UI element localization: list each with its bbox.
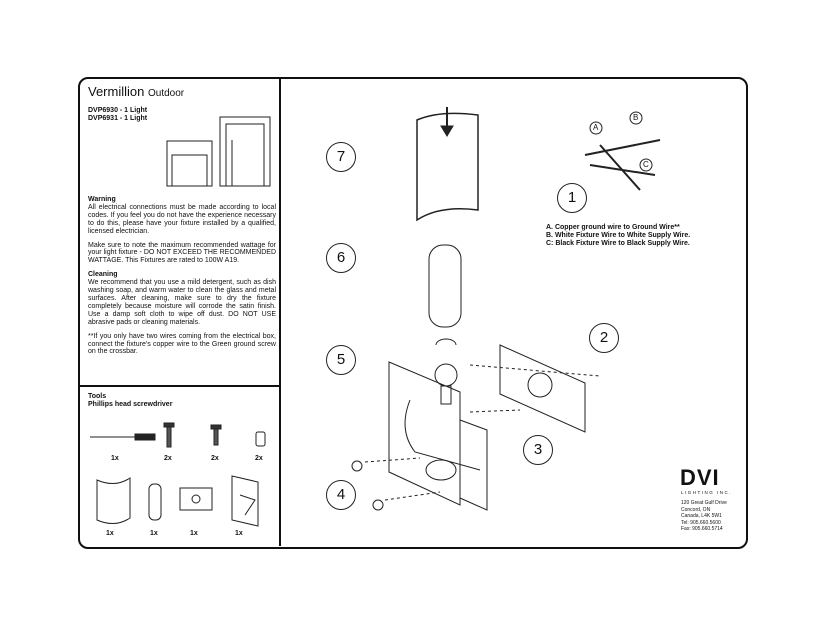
qty-label: 1x: [150, 530, 158, 537]
fixture-front-view: [166, 140, 213, 187]
exploded-view: [351, 107, 601, 511]
qty-label: 1x: [106, 530, 114, 537]
qty-label: 1x: [235, 530, 243, 537]
mounting-plate-part: [179, 487, 213, 511]
screw-icon: [163, 422, 175, 448]
company-logo: DVI: [680, 465, 720, 490]
divider: [79, 385, 279, 387]
nut-icon: [255, 431, 266, 447]
shade-part: [96, 477, 131, 524]
step-number: 7: [326, 142, 356, 172]
bracket-part: [231, 475, 259, 527]
step-number: 4: [326, 480, 356, 510]
step-number: 6: [326, 243, 356, 273]
qty-label: 1x: [190, 530, 198, 537]
glass-cylinder-part: [148, 483, 162, 521]
step-number: 2: [589, 323, 619, 353]
wire-label: A: [593, 123, 599, 132]
product-title: Vermillion Outdoor: [88, 84, 185, 99]
wire-connection-diagram: [584, 111, 661, 191]
divider: [279, 78, 281, 546]
screw-icon: [210, 424, 222, 446]
fixture-side-view: [219, 116, 271, 187]
sheet-frame: [78, 77, 748, 549]
step-number: 5: [326, 345, 356, 375]
step-number: 3: [523, 435, 553, 465]
screwdriver-icon: [90, 433, 156, 441]
qty-label: 1x: [111, 455, 119, 462]
wire-label: C: [643, 160, 649, 169]
wiring-instructions: A. Copper ground wire to Ground Wire**B.…: [546, 224, 691, 248]
qty-label: 2x: [164, 455, 172, 462]
step-number: 1: [557, 183, 587, 213]
warning-section: Warning All electrical connections must …: [88, 196, 276, 356]
wire-label: B: [633, 113, 639, 122]
qty-label: 2x: [255, 455, 263, 462]
qty-label: 2x: [211, 455, 219, 462]
company-logo-sub: LIGHTING INC.: [681, 490, 733, 495]
